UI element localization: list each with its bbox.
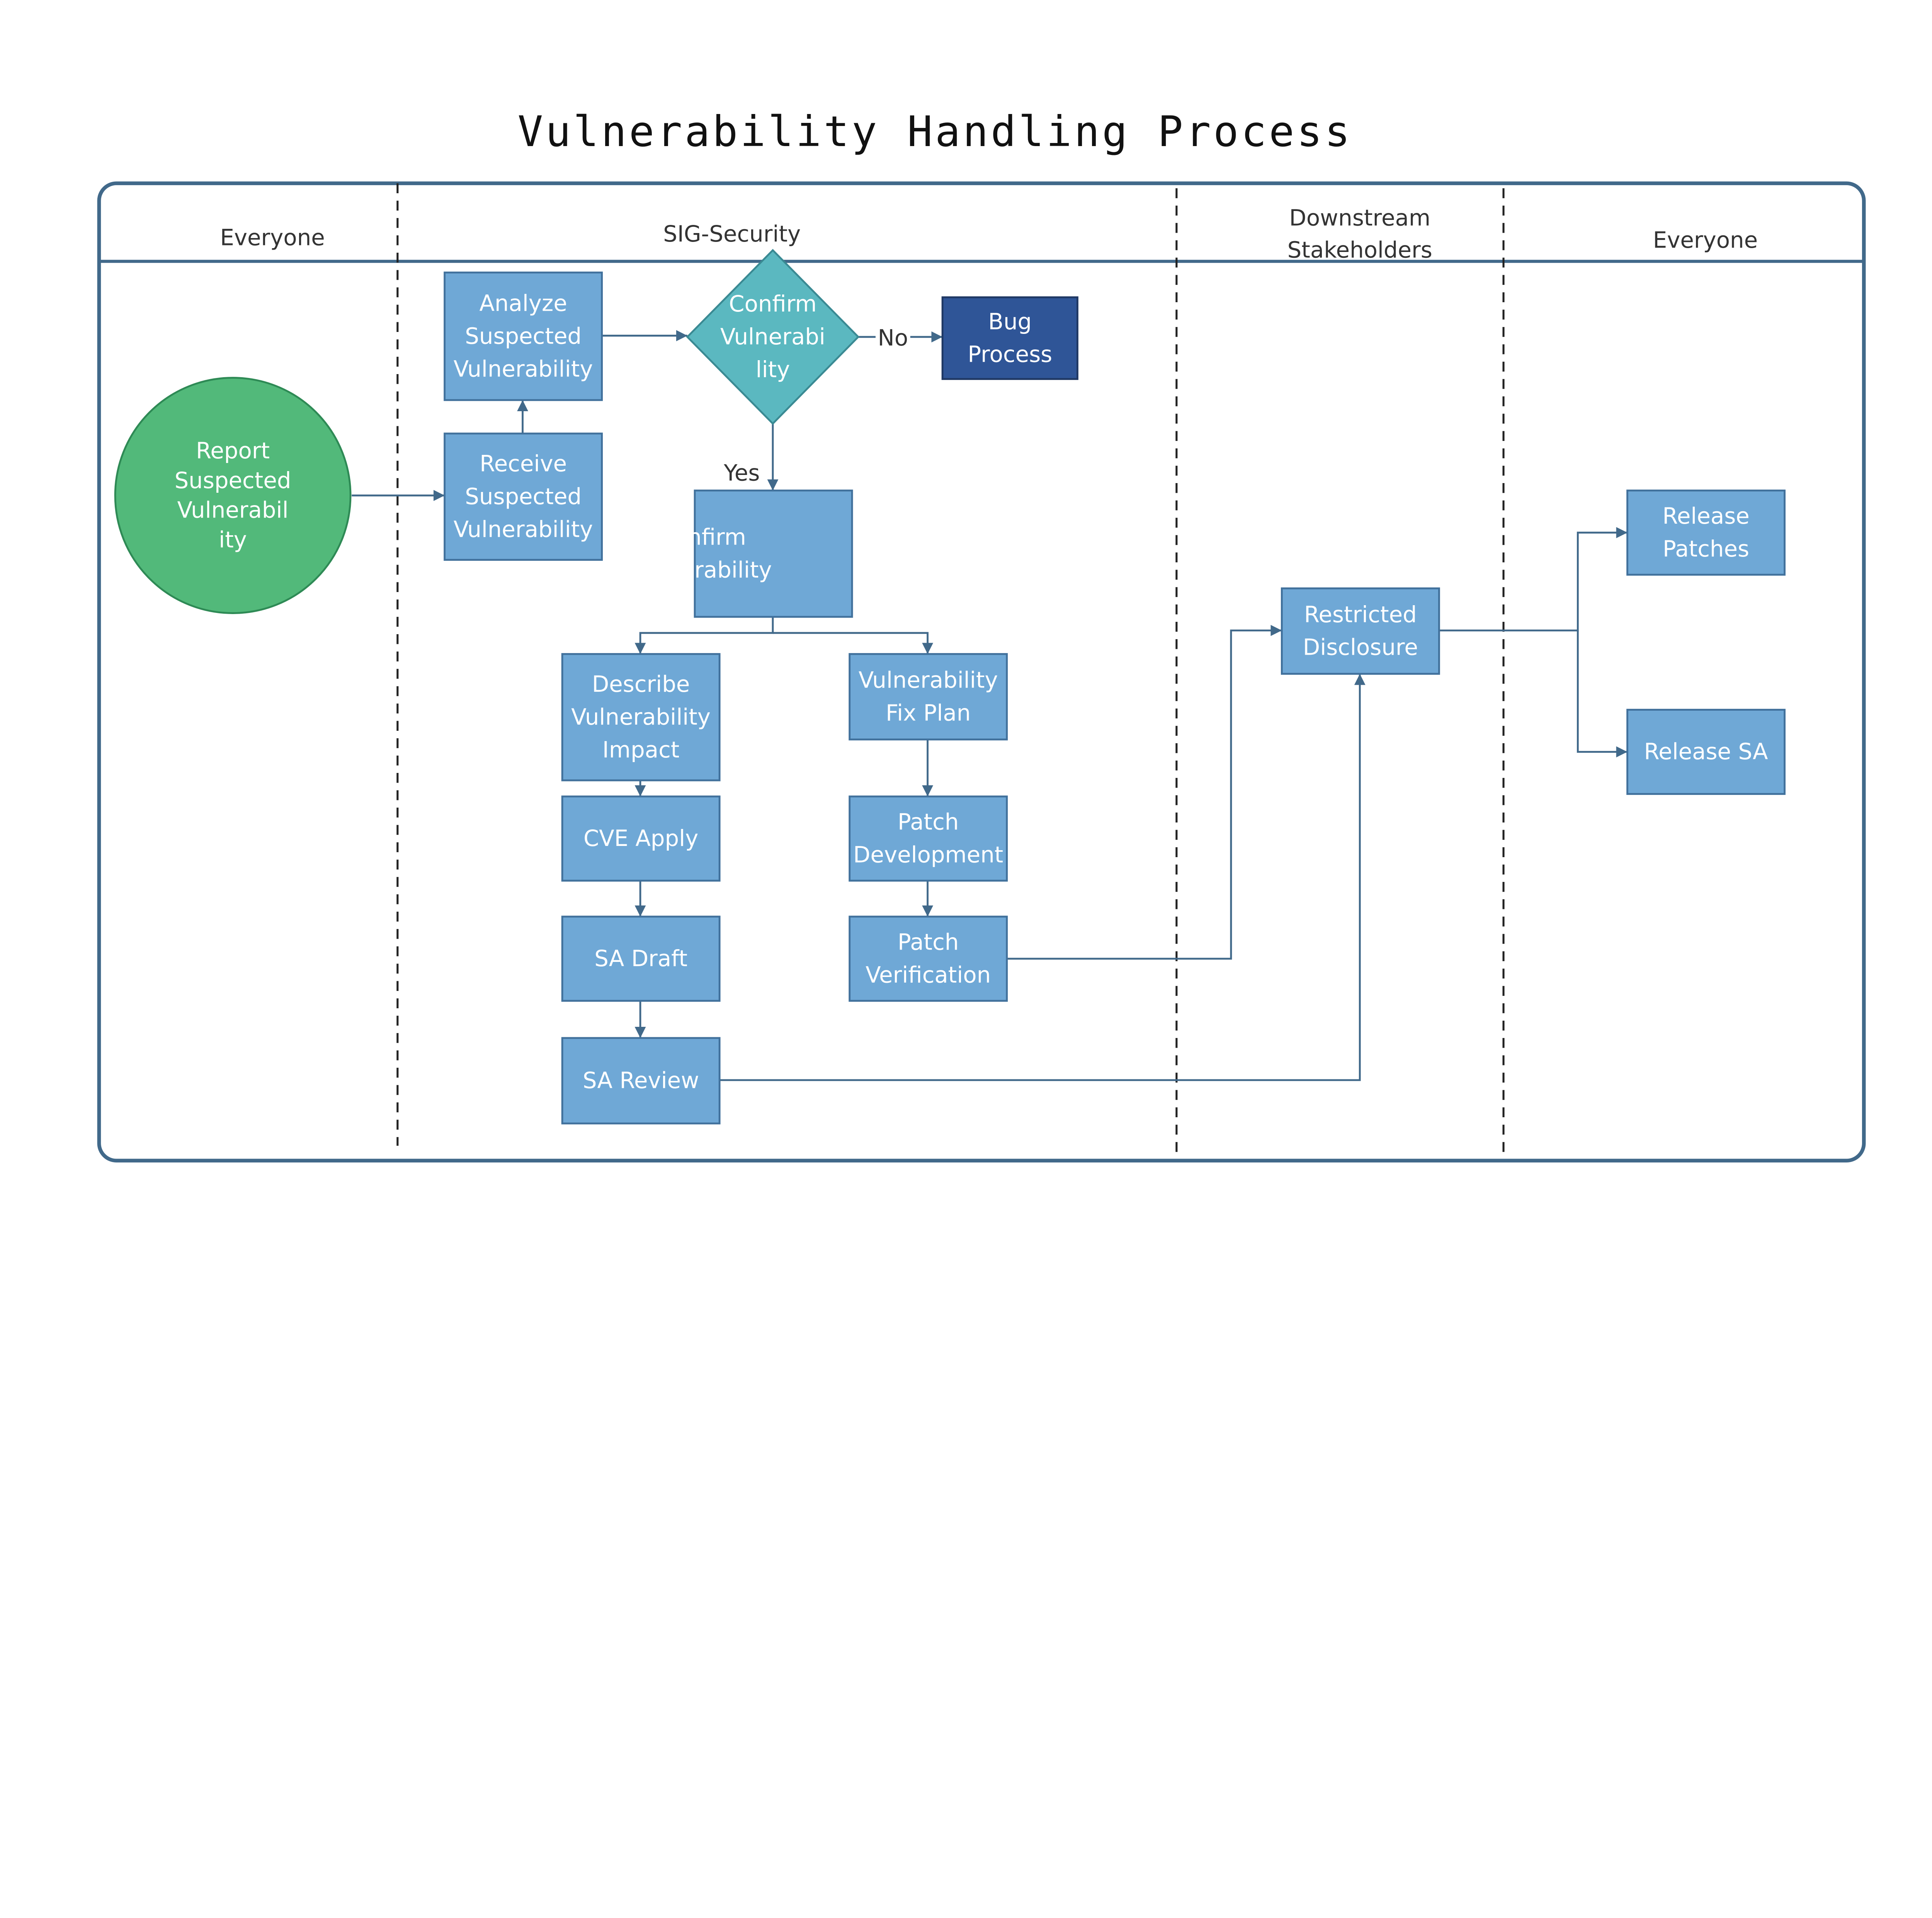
- lane-label: Everyone: [220, 225, 325, 251]
- decision-diamond: [686, 249, 860, 425]
- process-box: [444, 271, 603, 401]
- edge-restricted-relpatches: [1439, 527, 1628, 631]
- process-box: [1281, 587, 1440, 675]
- edge-label-background: [876, 324, 910, 349]
- process-box: [1626, 489, 1786, 576]
- process-box: [941, 296, 1078, 380]
- edge-confirm-describe: [634, 617, 774, 654]
- diagram-title: Vulnerability Handling Process: [518, 107, 1352, 156]
- process-box: [561, 916, 721, 1002]
- process-box: [561, 1037, 721, 1125]
- swimlane-frame: [97, 181, 1866, 1163]
- node-label: SA Review: [583, 1067, 699, 1094]
- process-box: [849, 916, 1008, 1002]
- start-circle: [114, 377, 352, 614]
- process-box: [1626, 709, 1786, 795]
- process-box: [694, 489, 853, 618]
- lane-label: SIG-Security: [663, 221, 801, 247]
- process-box: [849, 653, 1008, 740]
- node-label: CVE Apply: [583, 825, 698, 851]
- edge-restricted-relsa: [1577, 630, 1628, 757]
- node-label: SA Draft: [594, 945, 687, 972]
- edge-sareview-restricted: [719, 674, 1366, 1081]
- node-sadraft[interactable]: SA Draft: [561, 916, 721, 1002]
- edge-label-yes: Yes: [723, 460, 760, 486]
- node-label: Release SA: [1644, 739, 1768, 765]
- node-sareview[interactable]: SA Review: [561, 1037, 721, 1125]
- process-box: [849, 795, 1008, 882]
- edge-label-no: No: [878, 325, 908, 351]
- node-cve[interactable]: CVE Apply: [561, 795, 721, 882]
- edge-patchver-restricted: [1007, 625, 1282, 960]
- node-relsa[interactable]: Release SA: [1626, 709, 1786, 795]
- process-box: [561, 795, 721, 882]
- lane-label: Everyone: [1653, 227, 1758, 253]
- edge-confirm-fixplan: [773, 632, 934, 654]
- process-box: [561, 653, 721, 781]
- process-box: [444, 432, 603, 561]
